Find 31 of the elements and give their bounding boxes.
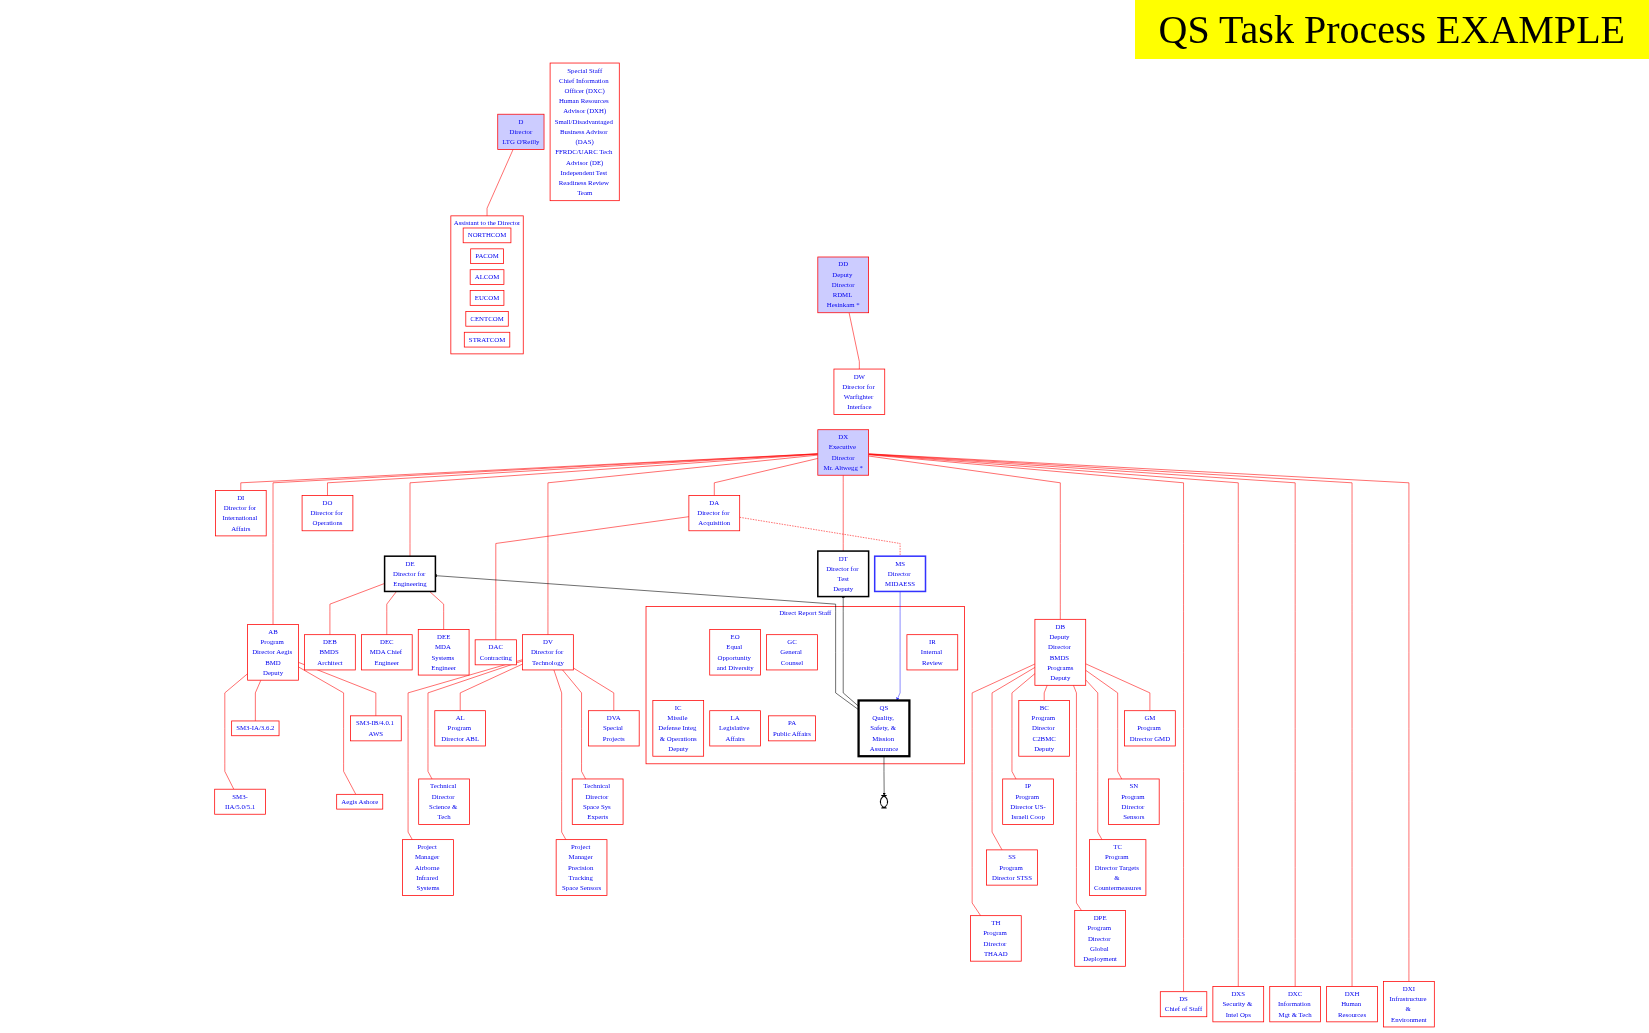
- connector: [971, 663, 1036, 916]
- connector: [327, 453, 819, 496]
- connector: [562, 669, 586, 780]
- connector: [1085, 663, 1151, 711]
- connector: [868, 454, 1184, 992]
- connector: [298, 666, 357, 795]
- connector: [255, 679, 262, 722]
- connector: [224, 673, 248, 790]
- connector: [848, 312, 860, 370]
- connector: [427, 660, 523, 780]
- connector: [842, 474, 844, 552]
- connector: [547, 454, 819, 635]
- connector: [1085, 670, 1122, 780]
- connector: [1043, 685, 1048, 701]
- title-banner: QS Task Process EXAMPLE: [1134, 0, 1649, 59]
- connector: [1073, 685, 1082, 911]
- connector: [272, 453, 819, 625]
- connector: [495, 516, 690, 641]
- connector: [429, 591, 444, 630]
- connector: [386, 591, 397, 635]
- connector: [409, 453, 819, 557]
- connector: [459, 663, 523, 711]
- connector: [329, 583, 385, 635]
- connector: [573, 667, 615, 711]
- connector: [868, 455, 1061, 620]
- connector: [553, 669, 567, 840]
- connector: [486, 149, 514, 217]
- connector: [714, 458, 819, 496]
- connector: [407, 659, 523, 840]
- connector: [1085, 679, 1103, 840]
- connector: [991, 667, 1036, 851]
